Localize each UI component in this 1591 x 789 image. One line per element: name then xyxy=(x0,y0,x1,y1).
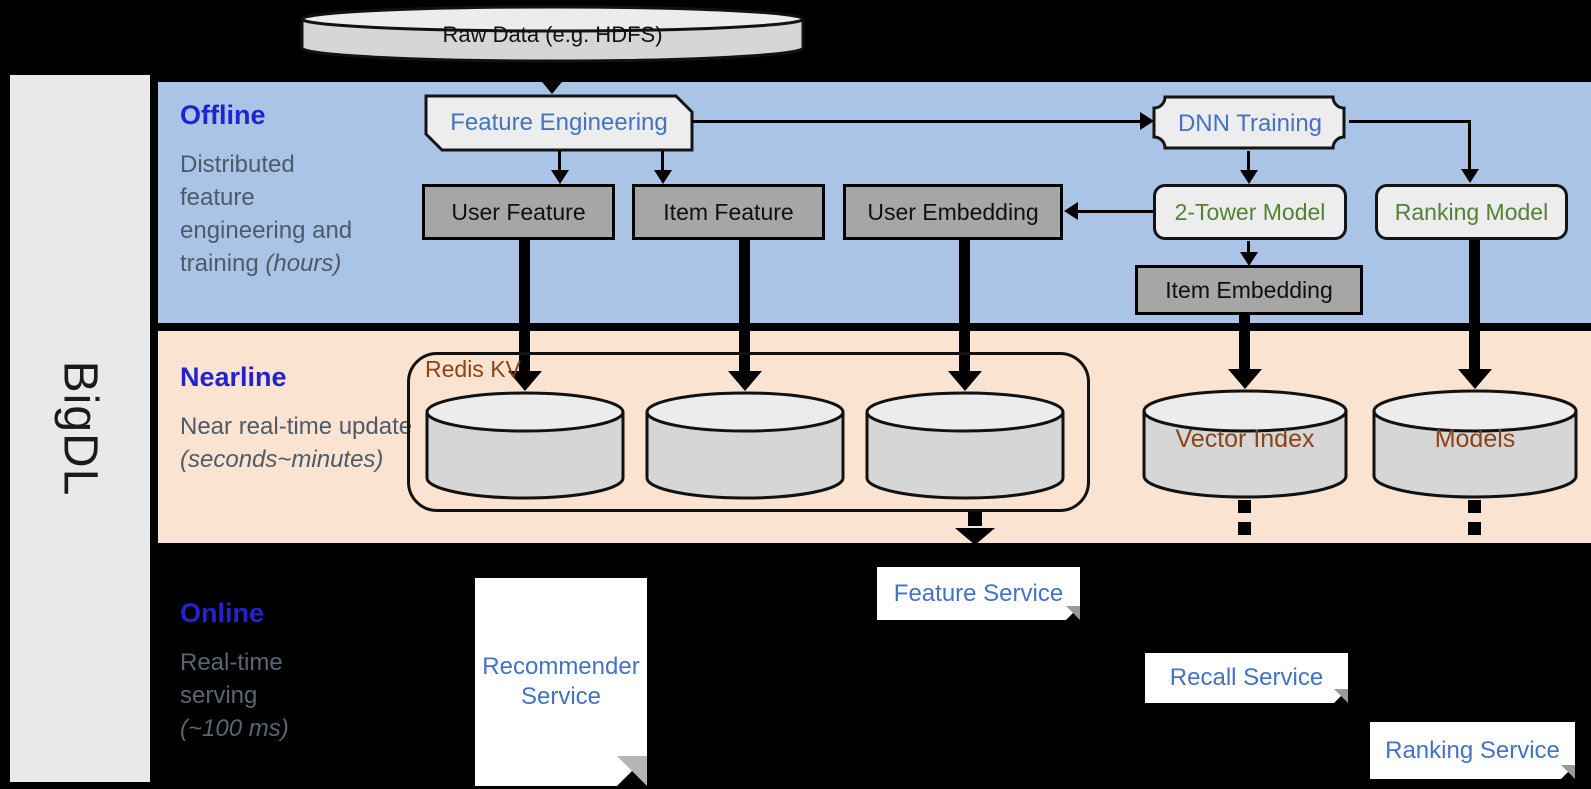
arrow-dnn-to-twotower-head xyxy=(1240,170,1258,184)
arrow-rawdata-to-fe-head xyxy=(538,77,566,94)
ranking-model-box: Ranking Model xyxy=(1375,184,1568,240)
feature-engineering-shape xyxy=(424,94,694,152)
arrow-fe-to-dnn-line xyxy=(692,120,1140,123)
arrow-userembedding-to-redis-head xyxy=(948,371,982,391)
arrow-fe-to-userfeature-head xyxy=(551,170,569,184)
redis-kv-label: Redis KV xyxy=(425,356,521,382)
raw-data-cylinder xyxy=(300,5,805,63)
nearline-title: Nearline xyxy=(180,362,287,392)
two-tower-model-box: 2-Tower Model xyxy=(1153,184,1347,240)
arrow-rankingmodel-to-models-line xyxy=(1469,240,1480,369)
item-embedding-box: Item Embedding xyxy=(1135,265,1363,315)
redis-cylinder-2 xyxy=(645,391,845,500)
feature-service-box: Feature Service xyxy=(877,567,1080,620)
feature-service-fold xyxy=(1066,606,1080,620)
models-label: Models xyxy=(1434,425,1516,453)
arrow-dnn-to-rankingmodel-vline xyxy=(1468,120,1471,169)
models-cylinder xyxy=(1372,389,1578,499)
recommender-service-doc: Recommender Service xyxy=(475,578,647,786)
dnn-training-label: DNN Training xyxy=(1177,109,1323,137)
arrow-twotower-to-userembedding-head xyxy=(1064,202,1078,220)
arrow-twotower-to-itemembedding-line xyxy=(1247,241,1250,253)
redis-cylinder-1 xyxy=(425,391,625,500)
item-feature-box: Item Feature xyxy=(632,184,825,240)
vectorindex-dash-2 xyxy=(1238,522,1251,535)
arrow-dnn-to-twotower-line xyxy=(1247,151,1250,171)
brand-label: BigDL xyxy=(53,360,107,497)
dnn-training-shape xyxy=(1152,95,1346,150)
arrow-userembedding-to-redis-line xyxy=(959,240,970,371)
models-dash-1 xyxy=(1468,500,1481,513)
raw-data-label: Raw Data (e.g. HDFS) xyxy=(442,22,663,47)
online-title: Online xyxy=(180,598,265,628)
arrow-fe-to-itemfeature-line xyxy=(661,151,664,171)
arrow-dnn-to-rankingmodel-head xyxy=(1461,169,1479,183)
vector-index-label: Vector Index xyxy=(1175,425,1315,453)
offline-title: Offline xyxy=(180,100,266,130)
arrow-itemembedding-to-vectorindex-line xyxy=(1239,315,1250,369)
online-description: Real-time serving (~100 ms) xyxy=(180,649,289,742)
redis-cylinder-3 xyxy=(865,391,1065,500)
arrow-rawdata-to-fe-line xyxy=(548,62,555,77)
arrow-itemfeature-to-redis-head xyxy=(728,371,762,391)
redis-to-featureservice-head xyxy=(955,528,995,545)
arrow-fe-to-dnn-head xyxy=(1140,112,1154,130)
vector-index-cylinder xyxy=(1142,389,1348,499)
recall-service-fold xyxy=(1334,689,1348,703)
ranking-service-box: Ranking Service xyxy=(1370,722,1575,779)
arrow-userfeature-to-redis-line xyxy=(519,240,530,371)
arrow-itemembedding-to-vectorindex-head xyxy=(1228,369,1262,389)
arrow-twotower-to-userembedding-line xyxy=(1078,210,1153,213)
arrow-dnn-to-rankingmodel-hline xyxy=(1349,120,1471,123)
user-embedding-box: User Embedding xyxy=(843,184,1063,240)
arrow-rankingmodel-to-models-head xyxy=(1458,369,1492,389)
user-feature-box: User Feature xyxy=(422,184,615,240)
offline-description: Distributed feature engineering and trai… xyxy=(180,151,353,277)
arrow-itemfeature-to-redis-line xyxy=(739,240,750,371)
arrow-userfeature-to-redis-head xyxy=(508,371,542,391)
nearline-description: Near real-time update (seconds~minutes) xyxy=(180,413,413,473)
arrow-fe-to-userfeature-line xyxy=(558,151,561,171)
redis-to-featureservice-dash xyxy=(968,512,982,526)
recall-service-box: Recall Service xyxy=(1145,653,1348,703)
arrow-fe-to-itemfeature-head xyxy=(654,170,672,184)
models-dash-2 xyxy=(1468,522,1481,535)
ranking-service-fold xyxy=(1561,765,1575,779)
sidebar-brand: BigDL xyxy=(10,75,150,782)
arrow-twotower-to-itemembedding-head xyxy=(1240,252,1258,266)
feature-engineering-label: Feature Engineering xyxy=(450,109,668,136)
redis-kv-container xyxy=(407,352,1090,512)
recommender-service-fold xyxy=(617,756,647,786)
vectorindex-dash-1 xyxy=(1238,500,1251,513)
